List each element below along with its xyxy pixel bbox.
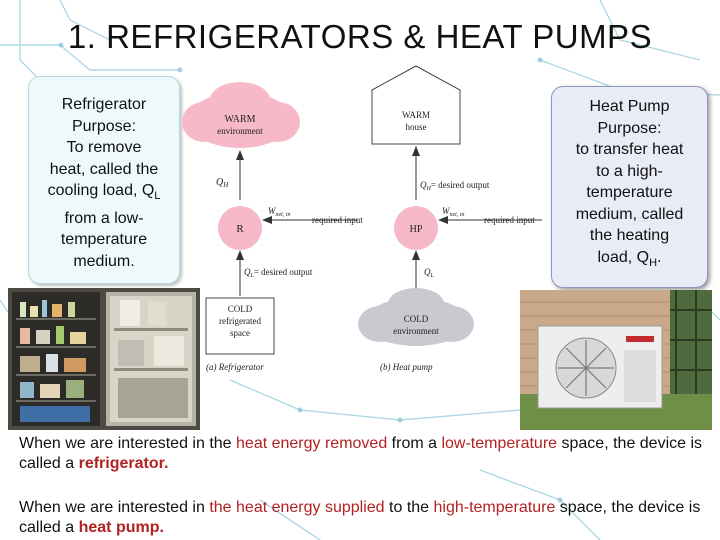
highlight-span: high-temperature — [433, 499, 556, 516]
cold-label: COLD — [228, 304, 253, 314]
highlight-span: the heat energy supplied — [209, 499, 385, 516]
text-span: When we are interested in the — [19, 435, 237, 452]
heat-pump-purpose-callout: Heat Pump Purpose: to transfer heat to a… — [551, 86, 708, 288]
callout-line: load, QH. — [556, 247, 703, 275]
callout-line-text: load, Q — [597, 248, 650, 266]
warm-label: WARM — [224, 114, 255, 125]
cold-sub-label: environment — [393, 326, 439, 336]
text-span: space, the device is called a — [19, 499, 701, 536]
callout-line: Refrigerator — [61, 96, 147, 113]
device-label-hp: HP — [410, 224, 423, 235]
highlight-span: low-temperature — [441, 435, 558, 452]
qh-label: QH — [216, 177, 229, 189]
cold-environment-cloud: COLD environment — [358, 288, 474, 346]
text-span: to the — [384, 499, 434, 516]
cold-refrigerated-space-box — [205, 297, 275, 355]
callout-line: the heating — [589, 227, 670, 244]
highlight-bold-span: refrigerator. — [78, 455, 169, 472]
cold-sub-label-1: refrigerated — [219, 316, 261, 326]
warm-label: WARM — [402, 110, 430, 120]
caption-heat-pump: (b) Heat pump — [380, 362, 433, 372]
win-label: Wnet, in — [442, 206, 465, 218]
warm-sub-label: environment — [217, 126, 263, 136]
heat-pump-schematic: WARM house QH= desired output HP Wnet, i… — [358, 65, 542, 372]
callout-line: Purpose: — [597, 119, 662, 137]
win-note: required input — [484, 215, 535, 225]
text-span: When we are interested in — [19, 499, 210, 516]
callout-line: to transfer heat — [575, 141, 684, 158]
win-arrowhead — [262, 216, 272, 224]
callout-line: medium, called — [575, 205, 684, 223]
device-label-r: R — [236, 223, 244, 235]
callout-line: To remove — [66, 139, 142, 156]
text-span: from a — [387, 435, 442, 452]
callout-line-text: cooling load, Q — [47, 182, 155, 199]
warm-house-shape: WARM house — [371, 65, 461, 145]
refrigerator-purpose-callout: Refrigerator Purpose: To remove heat, ca… — [28, 76, 180, 284]
callout-line: heat, called the — [49, 160, 159, 178]
refrigerator-photo — [8, 288, 200, 430]
text-span: space, the device is called a — [19, 435, 703, 472]
refrigerator-schematic: WARM environment QH R Wnet, in required … — [182, 82, 363, 372]
warm-sub-label: house — [406, 122, 427, 132]
paragraph-heat-pump: When we are interested in the heat energ… — [19, 498, 709, 538]
refrigerator-heat-pump-diagram: WARM environment QH R Wnet, in required … — [182, 65, 542, 372]
callout-line: temperature — [586, 184, 673, 201]
ql-label: QL — [424, 267, 435, 279]
qh-label: QH= desired output — [420, 180, 490, 192]
win-note: required input — [312, 215, 363, 225]
cold-label: COLD — [404, 314, 429, 324]
heat-pump-photo — [520, 290, 712, 430]
refrigerator-device — [218, 206, 262, 250]
subscript-l: L — [154, 190, 161, 203]
qh-arrowhead — [412, 146, 420, 156]
callout-line: from a low- — [64, 209, 144, 227]
callout-line: Heat Pump — [589, 98, 670, 115]
ql-arrowhead — [412, 250, 420, 260]
callout-line: medium. — [73, 252, 135, 270]
win-arrowhead — [438, 216, 448, 224]
callout-line: to a high- — [596, 162, 663, 180]
caption-refrigerator: (a) Refrigerator — [206, 362, 264, 372]
highlight-bold-span: heat pump. — [78, 519, 164, 536]
highlight-span: heat energy removed — [236, 435, 388, 452]
qh-arrowhead — [236, 150, 244, 160]
callout-line: temperature — [60, 231, 148, 249]
cold-sub-label-2: space — [230, 328, 250, 338]
subscript-h: H — [649, 256, 658, 269]
period: . — [657, 248, 662, 266]
heat-pump-device — [394, 206, 438, 250]
warm-environment-cloud: WARM environment — [182, 82, 300, 148]
callout-line: cooling load, QL — [33, 180, 175, 208]
paragraph-refrigerator: When we are interested in the heat energ… — [19, 434, 709, 474]
ql-label: QL= desired output — [244, 267, 313, 279]
callout-line: Purpose: — [71, 117, 137, 135]
slide-title: 1. REFRIGERATORS & HEAT PUMPS — [67, 18, 653, 55]
win-label: Wnet, in — [268, 206, 291, 218]
ql-arrowhead — [236, 250, 244, 260]
